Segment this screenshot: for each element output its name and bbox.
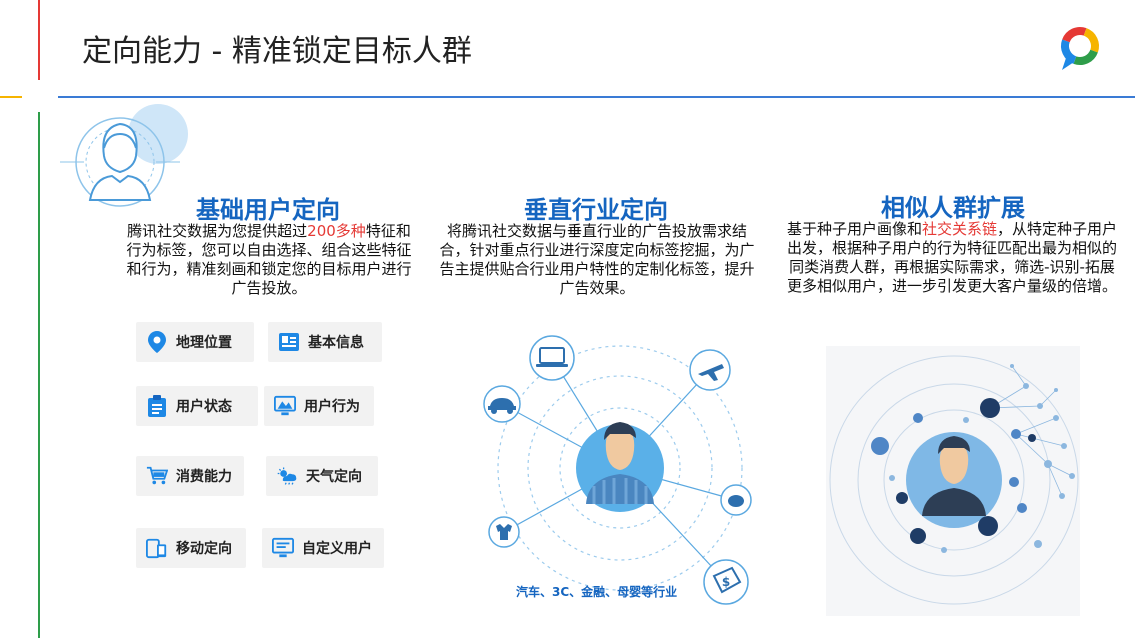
monitor-chart-icon	[274, 395, 296, 417]
tag-location: 地理位置	[136, 322, 254, 362]
tag-weather: 天气定向	[266, 456, 378, 496]
brand-logo-icon	[1061, 27, 1099, 70]
column-desc-lookalike-part1: 基于种子用户画像和	[786, 220, 922, 238]
mobile-devices-icon	[146, 537, 168, 559]
tag-mobile: 移动定向	[136, 528, 246, 568]
column-desc-basic: 腾讯社交数据为您提供超过200多种特征和行为标签，您可以自由选择、组合这些特征和…	[126, 222, 412, 298]
industry-caption: 汽车、3C、金融、母婴等行业	[516, 585, 678, 599]
custom-screen-icon	[272, 537, 294, 559]
left-green-rail	[38, 112, 40, 638]
tag-label: 用户状态	[176, 399, 232, 415]
column-desc-basic-part2: 特征和行为标签，您可以自由选择、组合这些特征和行为，精准刻画和锁定您的目标用户进…	[126, 222, 412, 297]
weather-icon	[276, 465, 298, 487]
tag-user-status: 用户状态	[136, 386, 258, 426]
tag-label: 基本信息	[308, 335, 364, 351]
left-yellow-rail	[0, 96, 22, 98]
industry-network-illustration: $	[483, 335, 752, 605]
column-desc-basic-part1: 腾讯社交数据为您提供超过	[127, 222, 308, 240]
column-title-lookalike: 相似人群扩展	[881, 194, 1025, 222]
tag-custom-user: 自定义用户	[262, 528, 384, 568]
column-desc-basic-highlight: 200多种	[307, 222, 366, 240]
tag-label: 自定义用户	[302, 541, 372, 557]
tag-label: 地理位置	[176, 335, 232, 351]
profile-card-icon	[278, 331, 300, 353]
column-desc-lookalike: 基于种子用户画像和社交关系链，从特定种子用户出发，根据种子用户的行为特征匹配出最…	[782, 220, 1122, 296]
shopping-cart-icon	[146, 465, 168, 487]
location-pin-icon	[146, 331, 168, 353]
left-red-rail	[38, 0, 40, 80]
column-title-basic: 基础用户定向	[196, 196, 340, 224]
column-title-vertical: 垂直行业定向	[524, 196, 668, 224]
column-desc-vertical: 将腾讯社交数据与垂直行业的广告投放需求结合，针对重点行业进行深度定向标签挖掘，为…	[439, 222, 755, 297]
tag-label: 天气定向	[306, 469, 362, 485]
header-divider	[58, 96, 1135, 98]
tag-label: 移动定向	[176, 541, 232, 557]
tag-label: 消费能力	[176, 469, 232, 485]
tag-basic-info: 基本信息	[268, 322, 382, 362]
tag-label: 用户行为	[304, 399, 360, 415]
column-desc-lookalike-highlight: 社交关系链	[921, 220, 997, 238]
tag-user-behavior: 用户行为	[264, 386, 374, 426]
tag-spending-power: 消费能力	[136, 456, 244, 496]
avatar-illustration	[60, 104, 188, 207]
page-title: 定向能力 - 精准锁定目标人群	[82, 34, 472, 69]
column-desc-lookalike-part2: ，从特定种子用户出发，根据种子用户的行为特征匹配出最为相似的同类消费人群，再根据…	[786, 220, 1118, 295]
clipboard-icon	[146, 395, 168, 417]
svg-text:$: $	[722, 575, 730, 589]
lookalike-audience-illustration	[826, 346, 1080, 616]
